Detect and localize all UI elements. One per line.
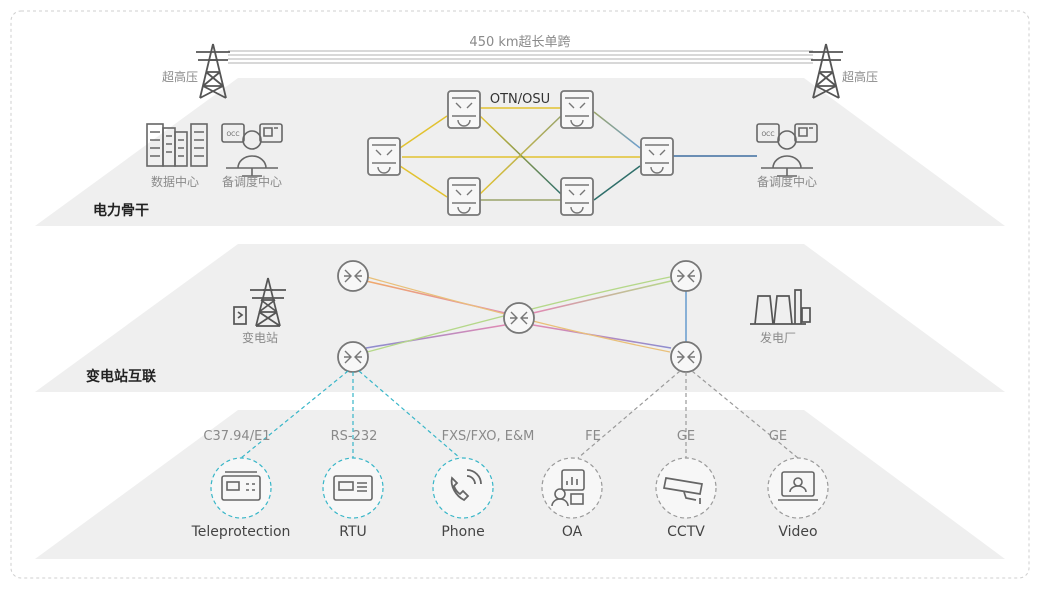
service-rtu bbox=[322, 457, 384, 519]
service-name-phone: Phone bbox=[441, 524, 484, 540]
otn-osu-label: OTN/OSU bbox=[490, 92, 550, 107]
otn-node-top-right bbox=[560, 90, 594, 129]
service-oa bbox=[541, 457, 603, 519]
otn-node-bottom-right bbox=[560, 177, 594, 216]
service-phone bbox=[432, 457, 494, 519]
backup-dispatch-right-label: 备调度中心 bbox=[757, 174, 817, 189]
teleprotection-icon bbox=[221, 471, 261, 501]
interface-label-cctv: GE bbox=[677, 429, 695, 444]
service-names: Teleprotection RTU Phone OA CCTV Video bbox=[191, 524, 818, 540]
span-label: 450 km超长单跨 bbox=[469, 35, 570, 50]
oa-icon bbox=[551, 469, 585, 507]
router-top-left bbox=[337, 260, 369, 292]
otn-node-bottom-left bbox=[447, 177, 481, 216]
tower-left-label: 超高压 bbox=[162, 69, 198, 84]
dispatch-left-badge: OCC bbox=[226, 131, 239, 138]
transmission-tower-left-icon bbox=[196, 43, 230, 99]
interface-label-rtu: RS-232 bbox=[331, 429, 378, 444]
router-bottom-right bbox=[670, 341, 702, 373]
transmission-tower-right-icon bbox=[809, 43, 843, 99]
substation-icon bbox=[233, 277, 286, 327]
data-center-icon bbox=[146, 123, 208, 167]
router-top-right bbox=[670, 260, 702, 292]
power-plant-label: 发电厂 bbox=[760, 330, 796, 345]
service-video bbox=[767, 457, 829, 519]
service-name-teleprotection: Teleprotection bbox=[191, 524, 291, 540]
backbone-plane bbox=[35, 78, 1005, 226]
otn-node-right bbox=[640, 137, 674, 176]
power-plant-icon bbox=[750, 289, 811, 325]
otn-node-left bbox=[367, 137, 401, 176]
interface-label-teleprotection: C37.94/E1 bbox=[203, 429, 270, 444]
interface-label-phone: FXS/FXO, E&M bbox=[442, 429, 535, 444]
substation-label: 变电站 bbox=[242, 330, 278, 345]
interface-label-video: GE bbox=[769, 429, 787, 444]
router-center bbox=[503, 302, 535, 334]
tower-right-label: 超高压 bbox=[842, 69, 878, 84]
service-name-video: Video bbox=[778, 524, 817, 540]
service-name-rtu: RTU bbox=[339, 524, 367, 540]
access-links bbox=[240, 370, 799, 459]
phone-icon bbox=[450, 469, 482, 502]
dispatch-center-left-icon bbox=[221, 123, 283, 177]
dispatch-right-badge: OCC bbox=[761, 131, 774, 138]
dispatch-center-right-icon bbox=[756, 123, 818, 177]
span-wires bbox=[228, 50, 813, 64]
video-icon bbox=[778, 471, 818, 501]
otn-node-top-left bbox=[447, 90, 481, 129]
outer-frame bbox=[10, 10, 1030, 579]
backbone-layer-title: 电力骨干 bbox=[93, 202, 149, 219]
service-name-cctv: CCTV bbox=[667, 524, 705, 540]
backup-dispatch-left-label: 备调度中心 bbox=[222, 174, 282, 189]
service-teleprotection bbox=[210, 457, 272, 519]
backbone-links bbox=[283, 107, 757, 201]
interface-labels: C37.94/E1 RS-232 FXS/FXO, E&M FE GE GE bbox=[203, 429, 787, 444]
rtu-icon bbox=[333, 475, 373, 501]
interface-label-oa: FE bbox=[585, 429, 601, 444]
substation-layer-title: 变电站互联 bbox=[86, 368, 157, 385]
service-cctv bbox=[655, 457, 717, 519]
service-name-oa: OA bbox=[562, 524, 583, 540]
cctv-camera-icon bbox=[662, 477, 704, 504]
access-plane bbox=[35, 410, 1005, 559]
data-center-label: 数据中心 bbox=[151, 174, 199, 189]
router-bottom-left bbox=[337, 341, 369, 373]
